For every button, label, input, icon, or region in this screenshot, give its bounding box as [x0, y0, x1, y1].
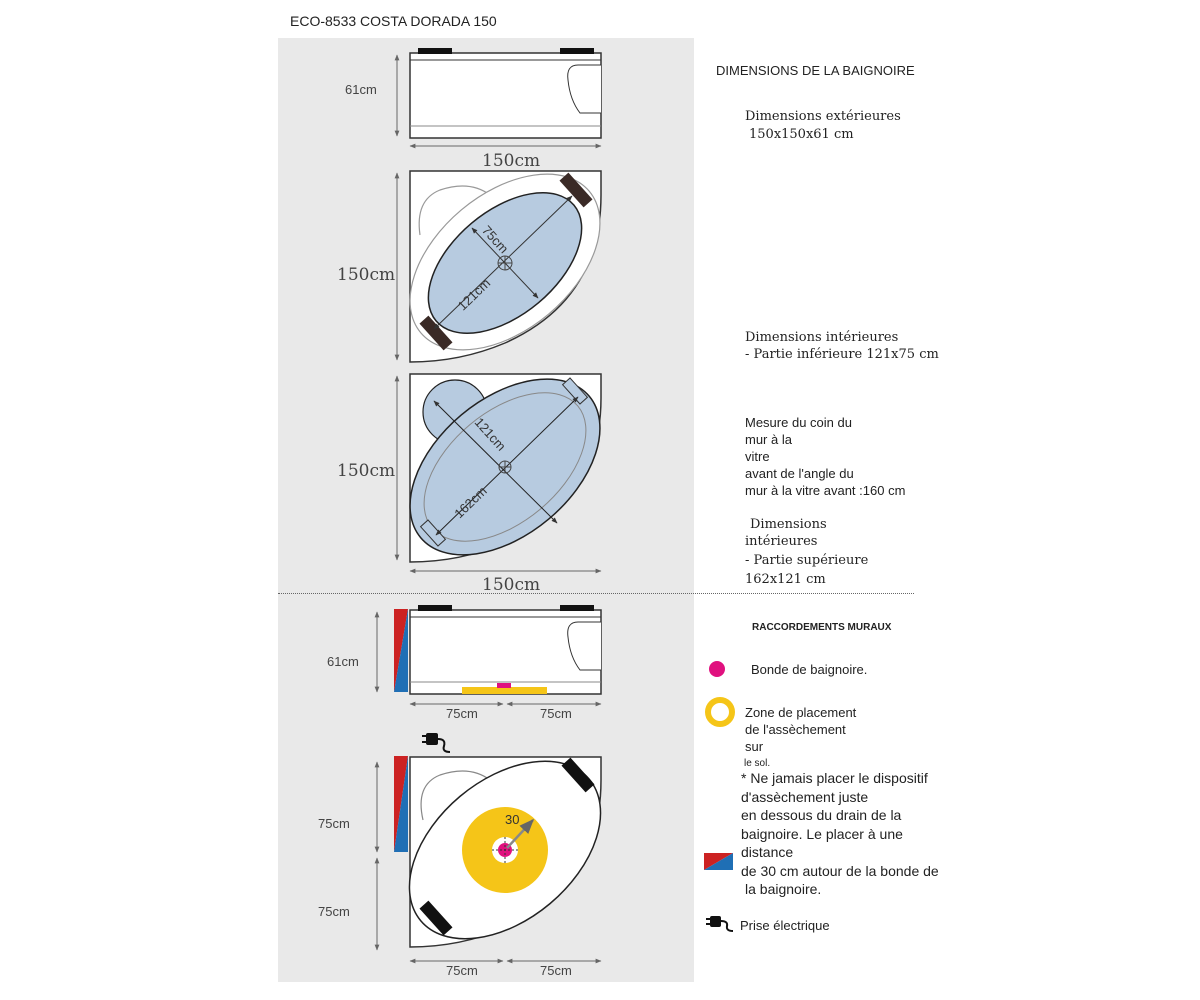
- exterior-dims-title: Dimensions extérieures: [745, 109, 901, 124]
- interior-dims-title: Dimensions intérieures: [745, 330, 899, 345]
- plan-upper-height-label: 150cm: [337, 461, 395, 481]
- front-width-label: 150cm: [482, 151, 540, 171]
- front-elevation: [394, 48, 602, 149]
- exterior-dims-value: 150x150x61 cm: [749, 127, 854, 142]
- side-width-left-label: 75cm: [446, 706, 478, 721]
- plan-view-upper: [394, 373, 602, 574]
- bottom-width-left-label: 75cm: [446, 963, 478, 978]
- plan-upper-width-label: 150cm: [482, 575, 540, 595]
- plug-icon: [422, 733, 451, 753]
- drain-side: [497, 683, 511, 688]
- placement-note: * Ne jamais placer le dispositif d'assèc…: [741, 770, 939, 897]
- right-pillow-top: [560, 48, 594, 54]
- drain-legend-label: Bonde de baignoire.: [751, 662, 868, 677]
- left-pillow-top: [418, 48, 452, 54]
- plug-legend-icon: [706, 916, 734, 932]
- drain-legend-dot: [709, 661, 725, 677]
- plan-view-connections: [374, 756, 602, 964]
- side-width-right-label: 75cm: [540, 706, 572, 721]
- front-height-label: 61cm: [345, 82, 377, 97]
- pipes-legend-cold: [704, 853, 733, 870]
- drying-zone-floor: [462, 687, 547, 694]
- upper-dims-title-2: intérieures: [745, 534, 818, 549]
- plan-view-lower: [394, 170, 602, 363]
- connections-heading: RACCORDEMENTS MURAUX: [752, 622, 892, 633]
- headrest-right: [559, 172, 593, 208]
- bottom-height-2-label: 75cm: [318, 904, 350, 919]
- ring-radius-label: 30: [505, 812, 519, 827]
- corner-measure-note: Mesure du coin du mur à la vitre avant d…: [745, 415, 906, 498]
- side-height-label: 61cm: [327, 654, 359, 669]
- interior-dims-value: - Partie inférieure 121x75 cm: [745, 347, 939, 362]
- upper-dims-title-1: Dimensions: [750, 517, 827, 532]
- bottom-width-right-label: 75cm: [540, 963, 572, 978]
- headrest-left: [419, 315, 453, 351]
- section-separator: [278, 593, 914, 594]
- product-title: ECO-8533 COSTA DORADA 150: [290, 13, 497, 29]
- plug-legend-label: Prise électrique: [740, 918, 830, 933]
- zone-legend-label: Zone de placement de l'assèchement sur: [745, 705, 857, 754]
- dimensions-heading: DIMENSIONS DE LA BAIGNOIRE: [716, 63, 915, 78]
- upper-dims-value-1: - Partie supérieure: [745, 553, 869, 568]
- zone-legend-small: le sol.: [744, 758, 771, 769]
- plan-lower-height-label: 150cm: [337, 265, 395, 285]
- side-elevation-connections: [374, 605, 602, 707]
- upper-dims-value-2: 162x121 cm: [745, 572, 826, 587]
- zone-legend-ring: [705, 697, 735, 727]
- bottom-height-1-label: 75cm: [318, 816, 350, 831]
